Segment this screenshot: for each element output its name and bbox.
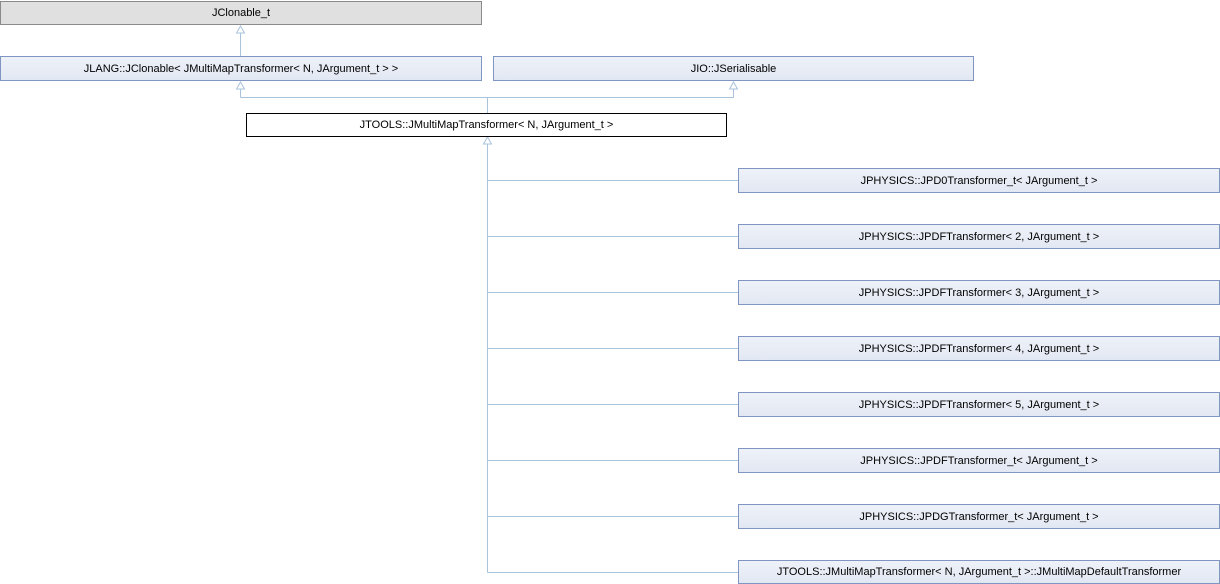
node-child-jpdftransformer-3[interactable]: JPHYSICS::JPDFTransformer< 3, JArgument_… bbox=[738, 280, 1220, 305]
node-jclonable-t: JClonable_t bbox=[0, 1, 482, 25]
node-child-jpdftransformer-t[interactable]: JPHYSICS::JPDFTransformer_t< JArgument_t… bbox=[738, 448, 1220, 473]
node-jlang-jclonable[interactable]: JLANG::JClonable< JMultiMapTransformer< … bbox=[0, 56, 482, 81]
node-child-jpd0transformer-t[interactable]: JPHYSICS::JPD0Transformer_t< JArgument_t… bbox=[738, 168, 1220, 193]
node-child-jpdftransformer-5[interactable]: JPHYSICS::JPDFTransformer< 5, JArgument_… bbox=[738, 392, 1220, 417]
node-child-jpdftransformer-2[interactable]: JPHYSICS::JPDFTransformer< 2, JArgument_… bbox=[738, 224, 1220, 249]
node-jmultimaptransformer: JTOOLS::JMultiMapTransformer< N, JArgume… bbox=[246, 113, 727, 137]
node-child-jpdgtransformer-t[interactable]: JPHYSICS::JPDGTransformer_t< JArgument_t… bbox=[738, 504, 1220, 529]
node-child-jmultimapdefaulttransformer[interactable]: JTOOLS::JMultiMapTransformer< N, JArgume… bbox=[738, 560, 1220, 584]
node-jio-jserialisable[interactable]: JIO::JSerialisable bbox=[493, 56, 974, 81]
node-child-jpdftransformer-4[interactable]: JPHYSICS::JPDFTransformer< 4, JArgument_… bbox=[738, 336, 1220, 361]
